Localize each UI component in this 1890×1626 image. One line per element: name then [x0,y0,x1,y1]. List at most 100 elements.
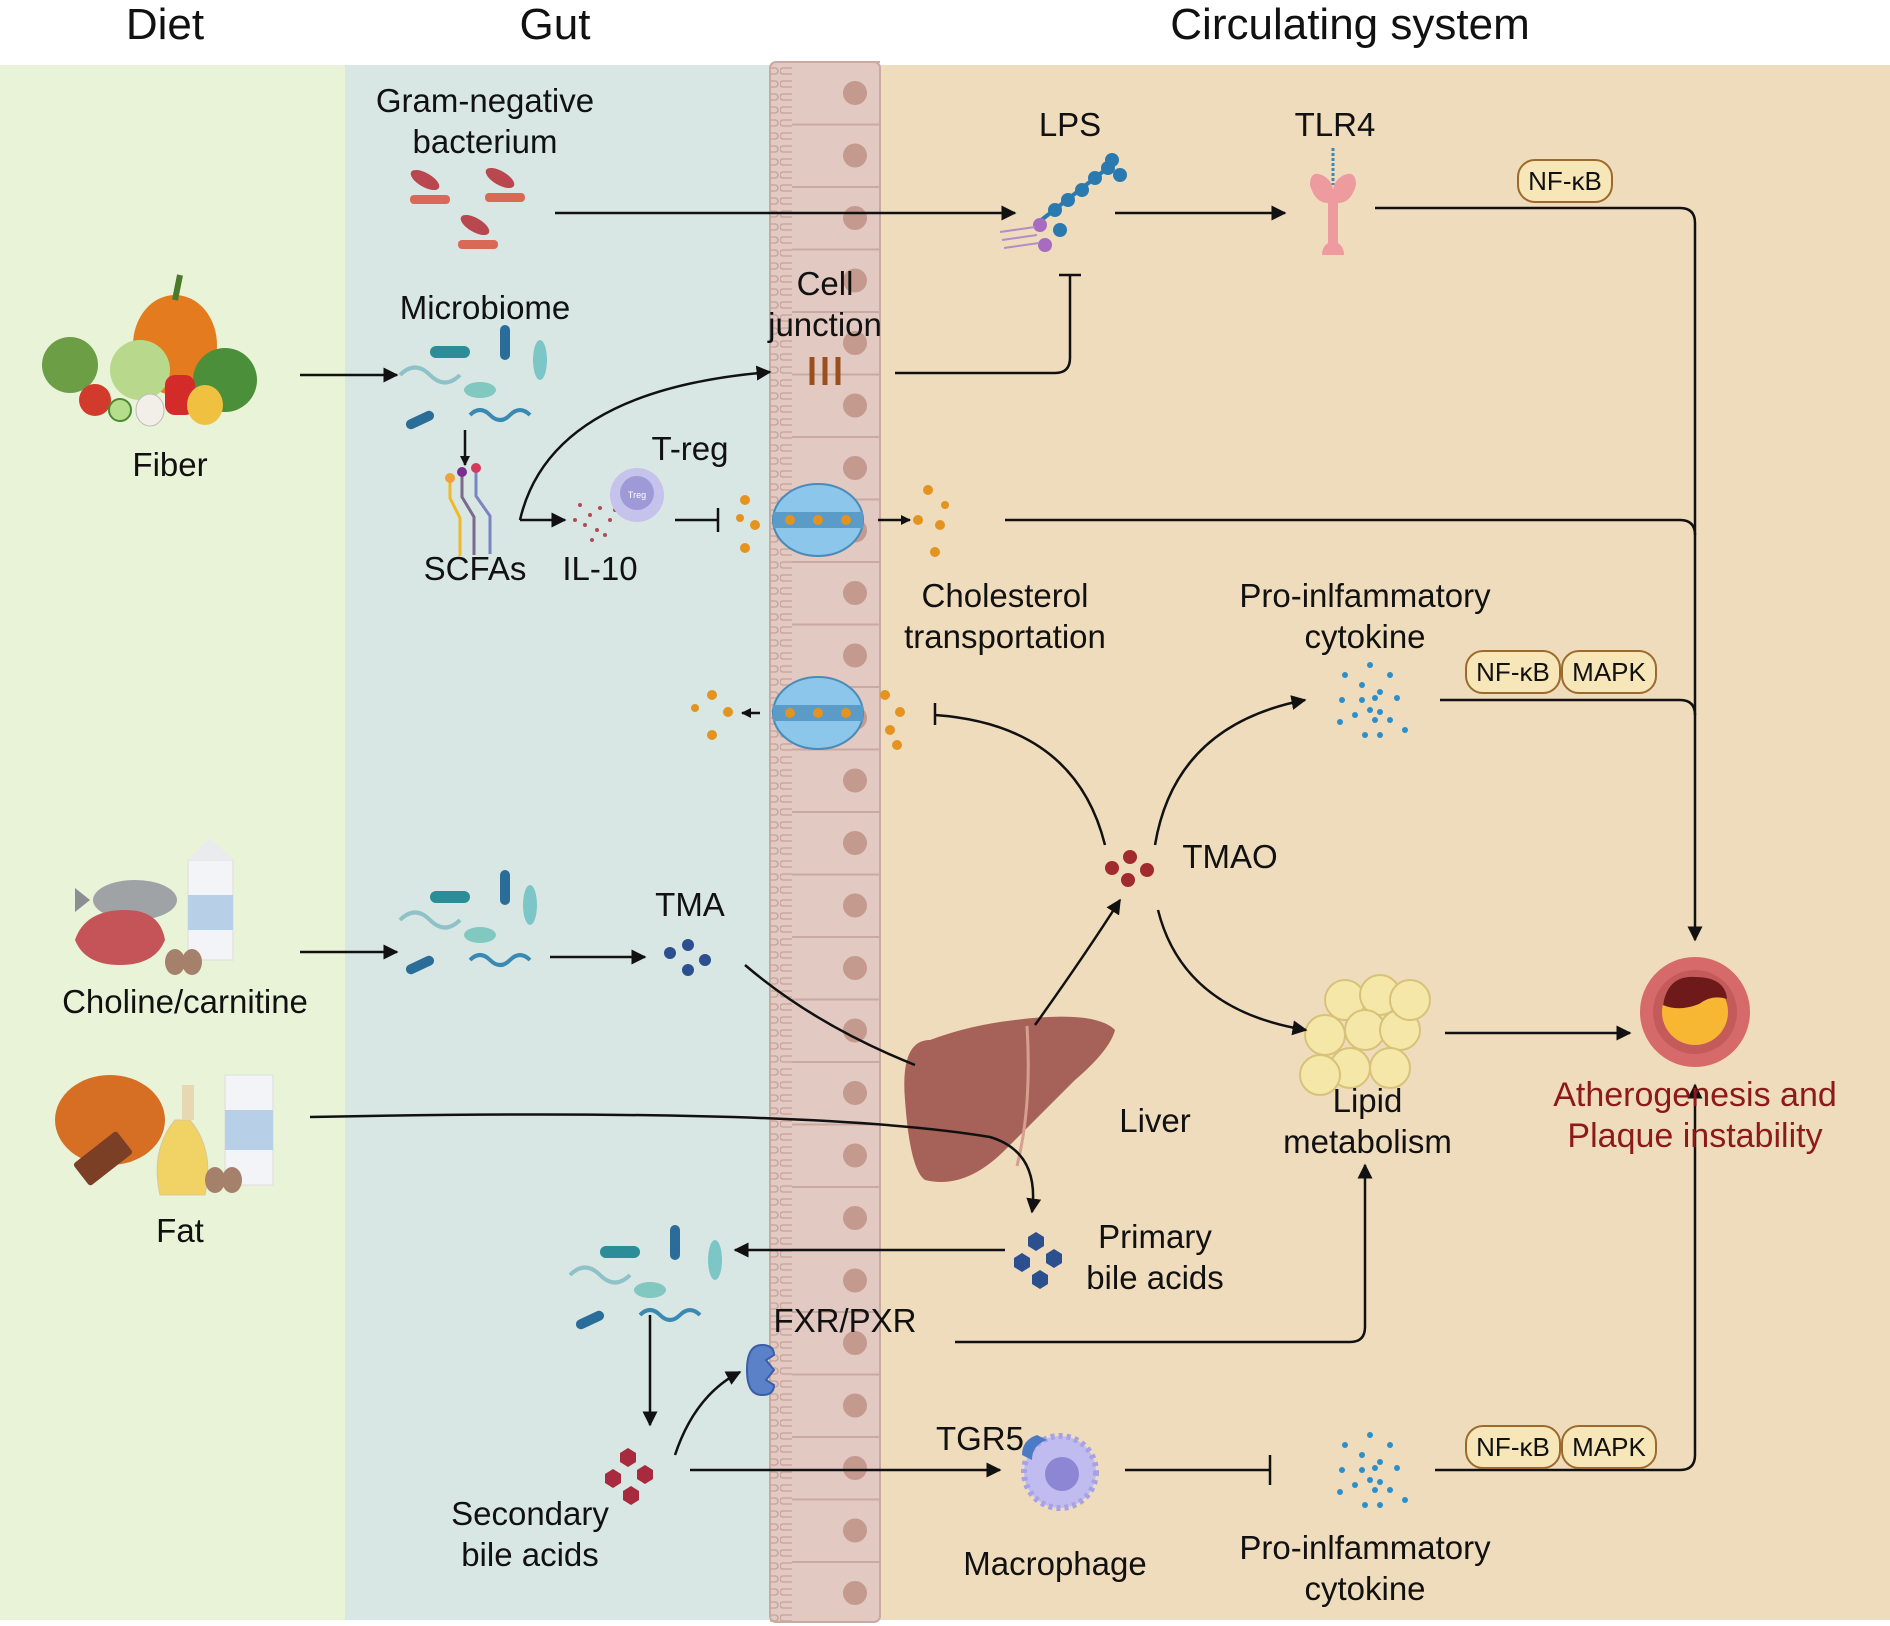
arrows [300,205,1703,1485]
cell-nucleus [843,1393,867,1418]
lps-molecule-icon [999,153,1127,252]
il10-particle [595,528,599,532]
label-line: junction [768,306,882,343]
label-il10: IL-10 [562,550,638,587]
il10-particle [578,503,582,507]
cytokine-particle [1367,662,1373,668]
label-line: metabolism [1283,1123,1452,1160]
cytokine-particle [1342,1442,1348,1448]
cytokine-particle [1377,709,1383,715]
label-pro-inflammatory-top: Pro-inlfammatory cytokine [1210,575,1520,657]
cytokine-particle [1372,717,1378,723]
label-atherogenesis-plaque-instability: Atherogenesis and Plaque instability [1520,1075,1870,1157]
label-line: transportation [904,618,1106,655]
lipid-droplet [1304,1014,1346,1056]
microbiome-bile-icon [568,1225,722,1330]
pill-nfkb-top: NF-κB [1465,650,1561,694]
cell-nucleus [843,1268,867,1293]
il10-particle [583,523,587,527]
cytokine-particle [1339,697,1345,703]
cell-nucleus [843,456,867,480]
label-macrophage: Macrophage [963,1545,1147,1582]
label-fxr-pxr: FXR/PXR [773,1302,917,1339]
cell-nucleus [843,393,867,418]
arrow-liver-to-tmao [1033,898,1122,1026]
arrow-fat-to-bile [309,1113,1042,1214]
il10-particle [598,506,602,510]
label-line: Plaque instability [1567,1117,1823,1155]
cytokine-top-icon [1337,662,1408,738]
label-line: Lipid [1332,1082,1403,1119]
cytokine-particle [1372,1465,1378,1471]
header-diet: Diet [125,0,205,49]
label-tgr5: TGR5 [935,1420,1024,1457]
label-treg: T-reg [651,430,729,467]
tlr4-receptor-icon [1310,148,1356,255]
arrow-tma-to-liver [744,964,916,1067]
label-line: Cholesterol [921,577,1089,614]
label-line: cytokine [1304,1570,1426,1607]
il10-particle [608,518,612,522]
arrow-tlr4-to-atheroma [1375,206,1703,942]
cytokine-particle [1377,1459,1383,1465]
label-line: Pro-inlfammatory [1239,577,1491,614]
cytokine-particle [1377,1502,1383,1508]
label-line: Cell [796,265,854,302]
label-lipid-metabolism: Lipid metabolism [1255,1080,1480,1162]
arrow-fxr-to-lipid [955,1163,1373,1344]
cell-nucleus [843,768,867,793]
cytokine-particle [1402,727,1408,733]
il10-particle [590,538,594,542]
label-line: bile acids [461,1536,599,1573]
secondary-bile-acids-icon [605,1448,653,1505]
cell-nucleus [843,1018,867,1043]
cell-nucleus [843,143,867,168]
arrow-tmao-to-lipid [1156,909,1308,1036]
fxr-pxr-receptor-icon [745,1343,776,1397]
liver-icon [904,1016,1115,1182]
cell-junction-icon [809,357,841,385]
label-secondary-bile-acids: Secondary bile acids [410,1493,650,1575]
label-tmao: TMAO [1182,838,1278,875]
label-line: Atherogenesis and [1553,1076,1837,1114]
cytokine-particle [1387,1487,1393,1493]
cell-nucleus [843,1518,867,1543]
lipid-droplet [1369,1047,1411,1089]
label-tma: TMA [655,886,725,923]
cytokine-particle [1377,689,1383,695]
pill-mapk-top: MAPK [1561,650,1657,694]
cytokine-particle [1337,1489,1343,1495]
arrow-tmao-to-cytokine [1153,695,1307,846]
cell-nucleus [843,1143,867,1168]
intestinal-epithelium [769,61,881,1623]
il10-particle [573,518,577,522]
scfas-icon [445,463,492,556]
arrow-cytokine-to-atheroma [1440,698,1697,716]
cytokine-particle [1372,695,1378,701]
cytokine-particle [1337,719,1343,725]
label-microbiome: Microbiome [399,289,571,326]
cytokine-particle [1342,672,1348,678]
gram-negative-bacteria-icon [410,167,525,249]
cytokine-particle [1377,732,1383,738]
fat-food-icon [55,1074,274,1196]
label-choline-carnitine: Choline/carnitine [62,983,308,1020]
cytokine-particle [1359,682,1365,688]
choline-carnitine-food-icon [75,838,234,975]
cell-nucleus [843,1456,867,1480]
label-pro-inflammatory-bottom: Pro-inlfammatory cytokine [1210,1527,1520,1609]
cytokine-particle [1367,1432,1373,1438]
microbiome-choline-icon [398,870,537,975]
cell-nucleus [843,831,867,855]
tma-molecule-icon [664,939,711,976]
cytokine-particle [1394,1465,1400,1471]
circulating-panel [880,65,1890,1620]
cytokine-particle [1362,1502,1368,1508]
cytokine-particle [1377,1479,1383,1485]
cytokine-particle [1359,1467,1365,1473]
label-line: cytokine [1304,618,1426,655]
macrophage-icon [1021,1433,1099,1511]
cytokine-bottom-icon [1337,1432,1408,1508]
cytokine-particle [1352,712,1358,718]
cytokine-particle [1372,1487,1378,1493]
